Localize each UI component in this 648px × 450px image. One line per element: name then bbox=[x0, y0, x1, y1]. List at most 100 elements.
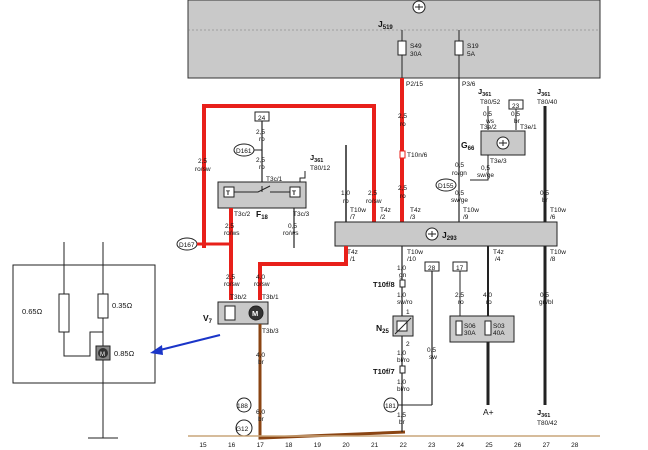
wire-label-05-br-b-size: 0,5 bbox=[540, 190, 549, 197]
connector-t10n-icon bbox=[399, 150, 406, 159]
inset-resistor-065-icon bbox=[58, 293, 70, 333]
wire-label-10-blro-size: 1,0 bbox=[397, 350, 406, 357]
node-d167-label: D167 bbox=[179, 242, 195, 249]
wire-label-05-swge-a-size: 0,5 bbox=[481, 165, 490, 172]
g66-sensor-arrow-icon bbox=[499, 140, 507, 146]
node-g12-label: G12 bbox=[236, 426, 249, 433]
component-g66-label: G66 bbox=[461, 140, 475, 152]
conn-t10w-6b: /6 bbox=[550, 214, 556, 221]
conn-t3b-3: T3b/3 bbox=[262, 328, 279, 335]
component-f18-label: F18 bbox=[256, 209, 269, 221]
wire-label-25-ro-b-color: ro bbox=[400, 193, 406, 200]
inset-resistor-035-icon bbox=[97, 293, 109, 319]
conn-t4z-2b: /2 bbox=[380, 214, 386, 221]
wire-label-25-ro-c-color: ro bbox=[259, 136, 265, 143]
wire-label-40-ro-color: ro bbox=[486, 299, 492, 306]
wire-g66-out bbox=[470, 155, 489, 181]
conn-t3b-1: T3b/1 bbox=[262, 294, 279, 301]
fuse-s03-rating: 40A bbox=[493, 330, 505, 337]
conn-t4z-3a: T4z bbox=[410, 207, 421, 214]
conn-t4z-4a: T4z bbox=[493, 249, 504, 256]
n25-coil-diag-icon bbox=[394, 317, 412, 335]
wire-label-10-ro-color: ro bbox=[343, 198, 349, 205]
wire-label-05-br-b-color: br bbox=[542, 197, 549, 204]
ruler-number: 20 bbox=[342, 442, 350, 449]
wire-label-25-rosw-c-size: 2,5 bbox=[226, 274, 235, 281]
wire-label-40-rosw-color: ro/sw bbox=[254, 281, 270, 288]
wire-label-60-br-size: 6,0 bbox=[256, 409, 265, 416]
node-24-label: 24 bbox=[258, 115, 266, 122]
node-aplus-label: A+ bbox=[483, 407, 494, 417]
ground-arrow-icon bbox=[415, 4, 423, 10]
conn-t4z-2a: T4z bbox=[380, 207, 391, 214]
wire-label-05-sw-color: sw bbox=[429, 354, 437, 361]
conn-t10w-7a: T10w bbox=[350, 207, 366, 214]
wire-label-25-rosw-a-size: 2,5 bbox=[198, 158, 207, 165]
node-d155-icon bbox=[435, 178, 457, 192]
wire-label-25-ro-a-size: 2,5 bbox=[398, 113, 407, 120]
wire-label-10-ro-size: 1,0 bbox=[341, 190, 350, 197]
fuse-s06-icon bbox=[455, 320, 463, 336]
relay-box-j293 bbox=[334, 221, 558, 247]
switch-t-left-label: T bbox=[226, 190, 230, 197]
conn-t10w-10a: T10w bbox=[407, 249, 423, 256]
j361-mid-pin: T80/12 bbox=[310, 165, 331, 172]
wire-label-25-ro-bot-size: 2,5 bbox=[455, 292, 464, 299]
wire-label-25-rows-size: 2,5 bbox=[225, 223, 234, 230]
switch-contacts-icon bbox=[234, 185, 290, 193]
wire-label-40-rosw-size: 4,0 bbox=[256, 274, 265, 281]
wire-brown-ground bbox=[258, 324, 406, 440]
v7-motor-glyph: M bbox=[252, 309, 258, 318]
node-17-label: 17 bbox=[456, 265, 464, 272]
node-23-label: 23 bbox=[512, 103, 520, 110]
relay-box-j519 bbox=[187, 0, 601, 79]
fuse-s06-rating: 30A bbox=[464, 330, 476, 337]
conn-t3c-2: T3c/2 bbox=[234, 211, 251, 218]
pointer-arrow-head-icon bbox=[150, 345, 163, 355]
wire-label-25-ro-d-size: 2,5 bbox=[256, 157, 265, 164]
inset-wire-loop bbox=[63, 331, 103, 357]
wire-label-25-ro-d-color: ro bbox=[259, 164, 265, 171]
conn-t10f-7: T10f/7 bbox=[373, 367, 395, 376]
wire-label-25-rosw-c-color: ro/sw bbox=[224, 281, 240, 288]
node-28-label: 28 bbox=[428, 265, 436, 272]
fuse-s19-label: S19 bbox=[467, 43, 479, 50]
component-v7-label: V7 bbox=[203, 313, 213, 325]
conn-t10w-9a: T10w bbox=[463, 207, 479, 214]
fuse-s03-icon bbox=[484, 320, 492, 336]
j293-ground-arrow-icon bbox=[428, 231, 436, 237]
j519-label: J519 bbox=[378, 19, 393, 31]
connector-t10f7-icon bbox=[399, 365, 406, 374]
conn-t3e-3: T3e/3 bbox=[490, 158, 507, 165]
wire-label-25-rosw-a-color: ro/sw bbox=[195, 166, 211, 173]
j361-top2-pin: T80/40 bbox=[537, 99, 558, 106]
ruler-number: 17 bbox=[257, 442, 265, 449]
conn-t10w-7b: /7 bbox=[350, 214, 356, 221]
wire-label-05-ws-size: 0,5 bbox=[483, 111, 492, 118]
fuse-s06-label: S06 bbox=[464, 323, 476, 330]
inset-r1-label: 0.65Ω bbox=[22, 307, 43, 316]
wire-label-25-ro-b-size: 2,5 bbox=[398, 185, 407, 192]
ruler-number: 24 bbox=[457, 442, 465, 449]
wire-label-05-sw-size: 0,5 bbox=[427, 347, 436, 354]
wire-label-05-rogn-color: ro/gn bbox=[452, 170, 467, 177]
wire-j293-v7 bbox=[258, 246, 348, 300]
j361-bot-label: J361 bbox=[537, 408, 550, 419]
ruler-number: 23 bbox=[428, 442, 436, 449]
connector-t10f8-icon bbox=[399, 279, 406, 288]
conn-t10f-8: T10f/8 bbox=[373, 280, 395, 289]
ruler-number: 15 bbox=[199, 442, 207, 449]
conn-t4z-1b: /1 bbox=[350, 256, 356, 263]
wire-label-05-rows-color: ro/ws bbox=[283, 230, 299, 237]
ruler-number: 25 bbox=[485, 442, 493, 449]
conn-t10w-6a: T10w bbox=[550, 207, 566, 214]
j293-label: J293 bbox=[442, 230, 457, 242]
fuse-s49-rating: 30A bbox=[410, 51, 422, 58]
wire-label-15-br-size: 1,5 bbox=[397, 412, 406, 419]
wire-label-10-blro-b-color: bl/ro bbox=[397, 386, 410, 393]
ruler-number: 19 bbox=[314, 442, 322, 449]
conn-t10w-8a: T10w bbox=[550, 249, 566, 256]
wire-label-25-ro-bot-color: ro bbox=[458, 299, 464, 306]
wire-label-25-rosw-b-size: 2,5 bbox=[368, 190, 377, 197]
